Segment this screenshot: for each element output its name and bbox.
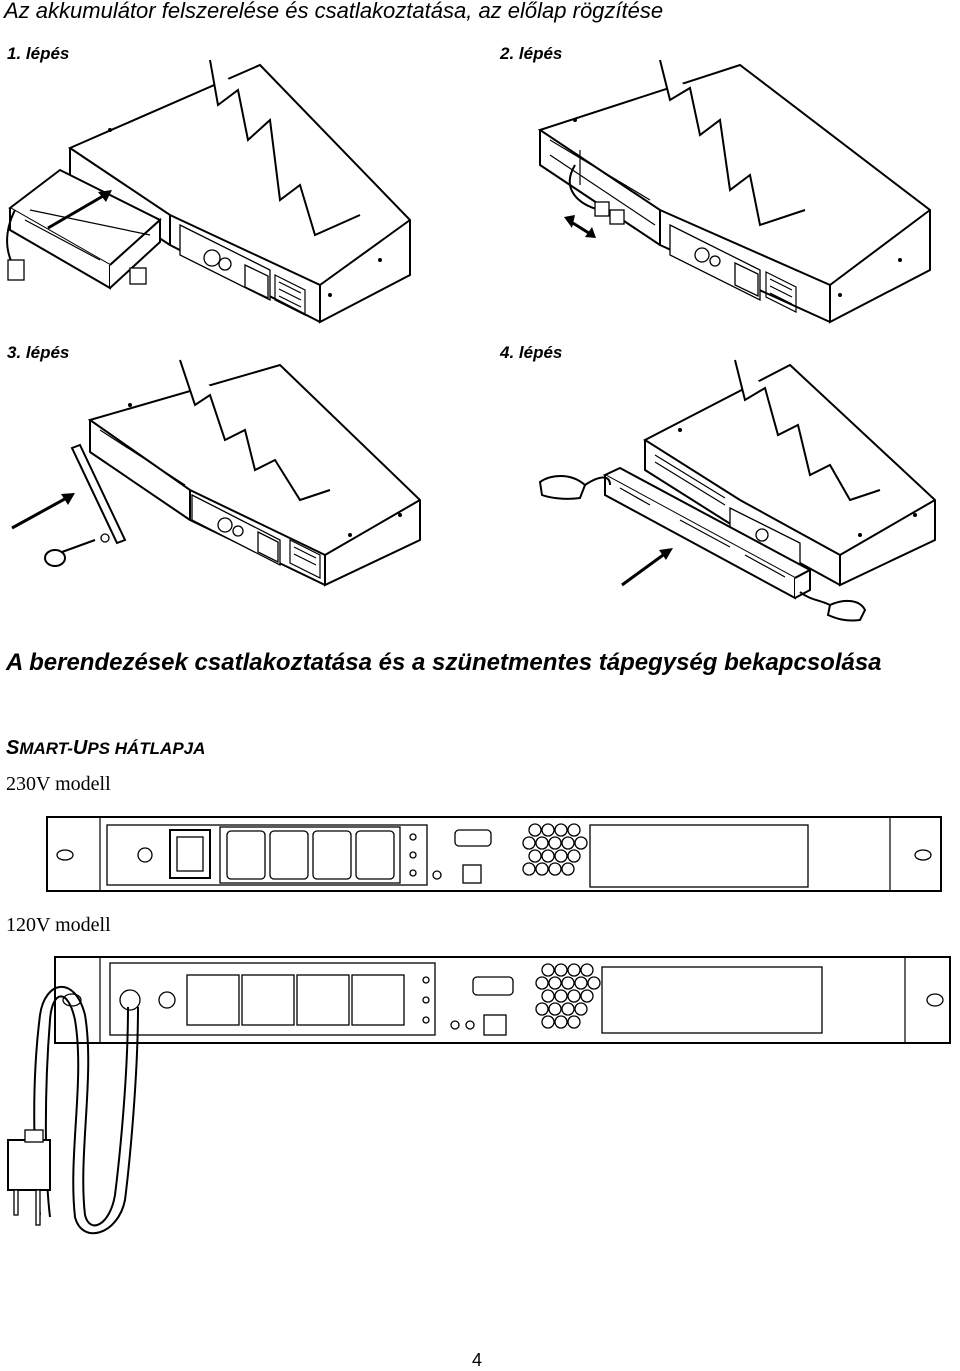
step-3-illustration: [11, 359, 421, 587]
step-1-label: 1. lépés: [7, 44, 70, 63]
heading-cap-2: U: [72, 737, 88, 759]
model-120-label: 120V modell: [6, 914, 111, 936]
step-2-illustration: [537, 59, 931, 324]
heading-cap: S: [6, 737, 20, 759]
page-number: 4: [472, 1350, 483, 1370]
step-4-illustration: [538, 359, 936, 622]
step-1-illustration: [6, 59, 411, 324]
page-title: Az akkumulátor felszerelése és csatlakoz…: [4, 0, 664, 23]
heading-rest-2: PS HÁTLAPJA: [87, 739, 206, 758]
rear-panel-120v: [7, 956, 951, 1235]
step-2-label: 2. lépés: [500, 44, 563, 63]
step-4-label: 4. lépés: [500, 343, 563, 362]
rear-panel-heading: SMART-UPS HÁTLAPJA: [6, 737, 205, 760]
step-3-label: 3. lépés: [7, 343, 70, 362]
heading-rest-1: MART-: [19, 739, 73, 758]
model-230-label: 230V modell: [6, 773, 111, 795]
rear-panel-230v: [46, 816, 942, 892]
section-title: A berendezések csatlakoztatása és a szün…: [6, 649, 882, 676]
